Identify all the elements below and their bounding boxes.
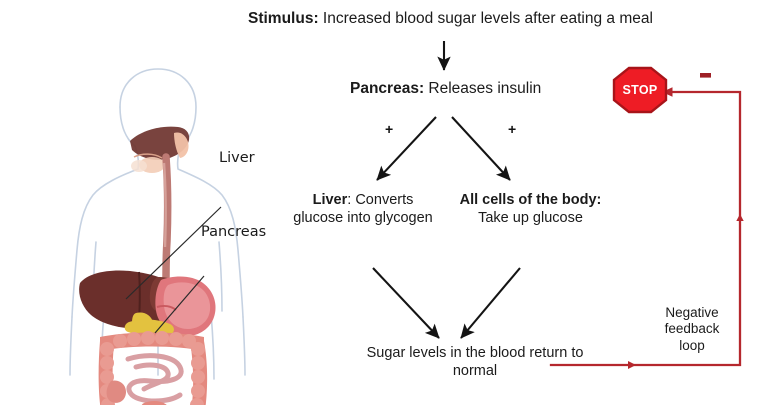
pancreas-label: Pancreas: (350, 80, 424, 97)
feedback-arrowhead-bottom (628, 361, 636, 369)
liver-node-label: Liver (313, 192, 348, 208)
node-pancreas: Pancreas: Releases insulin (350, 80, 640, 99)
minus-sign (700, 73, 711, 78)
stimulus-label: Stimulus: (248, 10, 319, 27)
arrow-pancreas-to-cells (452, 117, 510, 180)
cells-node-text: Take up glucose (448, 210, 613, 228)
node-liver: Liver: Converts glucose into glycogen (288, 192, 438, 227)
plus-sign-right: + (508, 121, 516, 137)
stimulus-text: Increased blood sugar levels after eatin… (319, 10, 653, 27)
arrow-liver-to-normal (373, 268, 439, 338)
feedback-arrowhead-vertical (736, 214, 743, 221)
negative-feedback-loop-label: Negative feedback loop (652, 305, 732, 354)
node-sugar-normal: Sugar levels in the blood return to norm… (360, 345, 590, 380)
arrow-cells-to-normal (461, 268, 520, 338)
node-all-cells: All cells of the body: Take up glucose (448, 192, 613, 227)
plus-sign-left: + (385, 121, 393, 137)
pancreas-text: Releases insulin (424, 80, 541, 97)
node-stimulus: Stimulus: Increased blood sugar levels a… (248, 10, 708, 29)
cells-node-label: All cells of the body: (448, 192, 613, 210)
